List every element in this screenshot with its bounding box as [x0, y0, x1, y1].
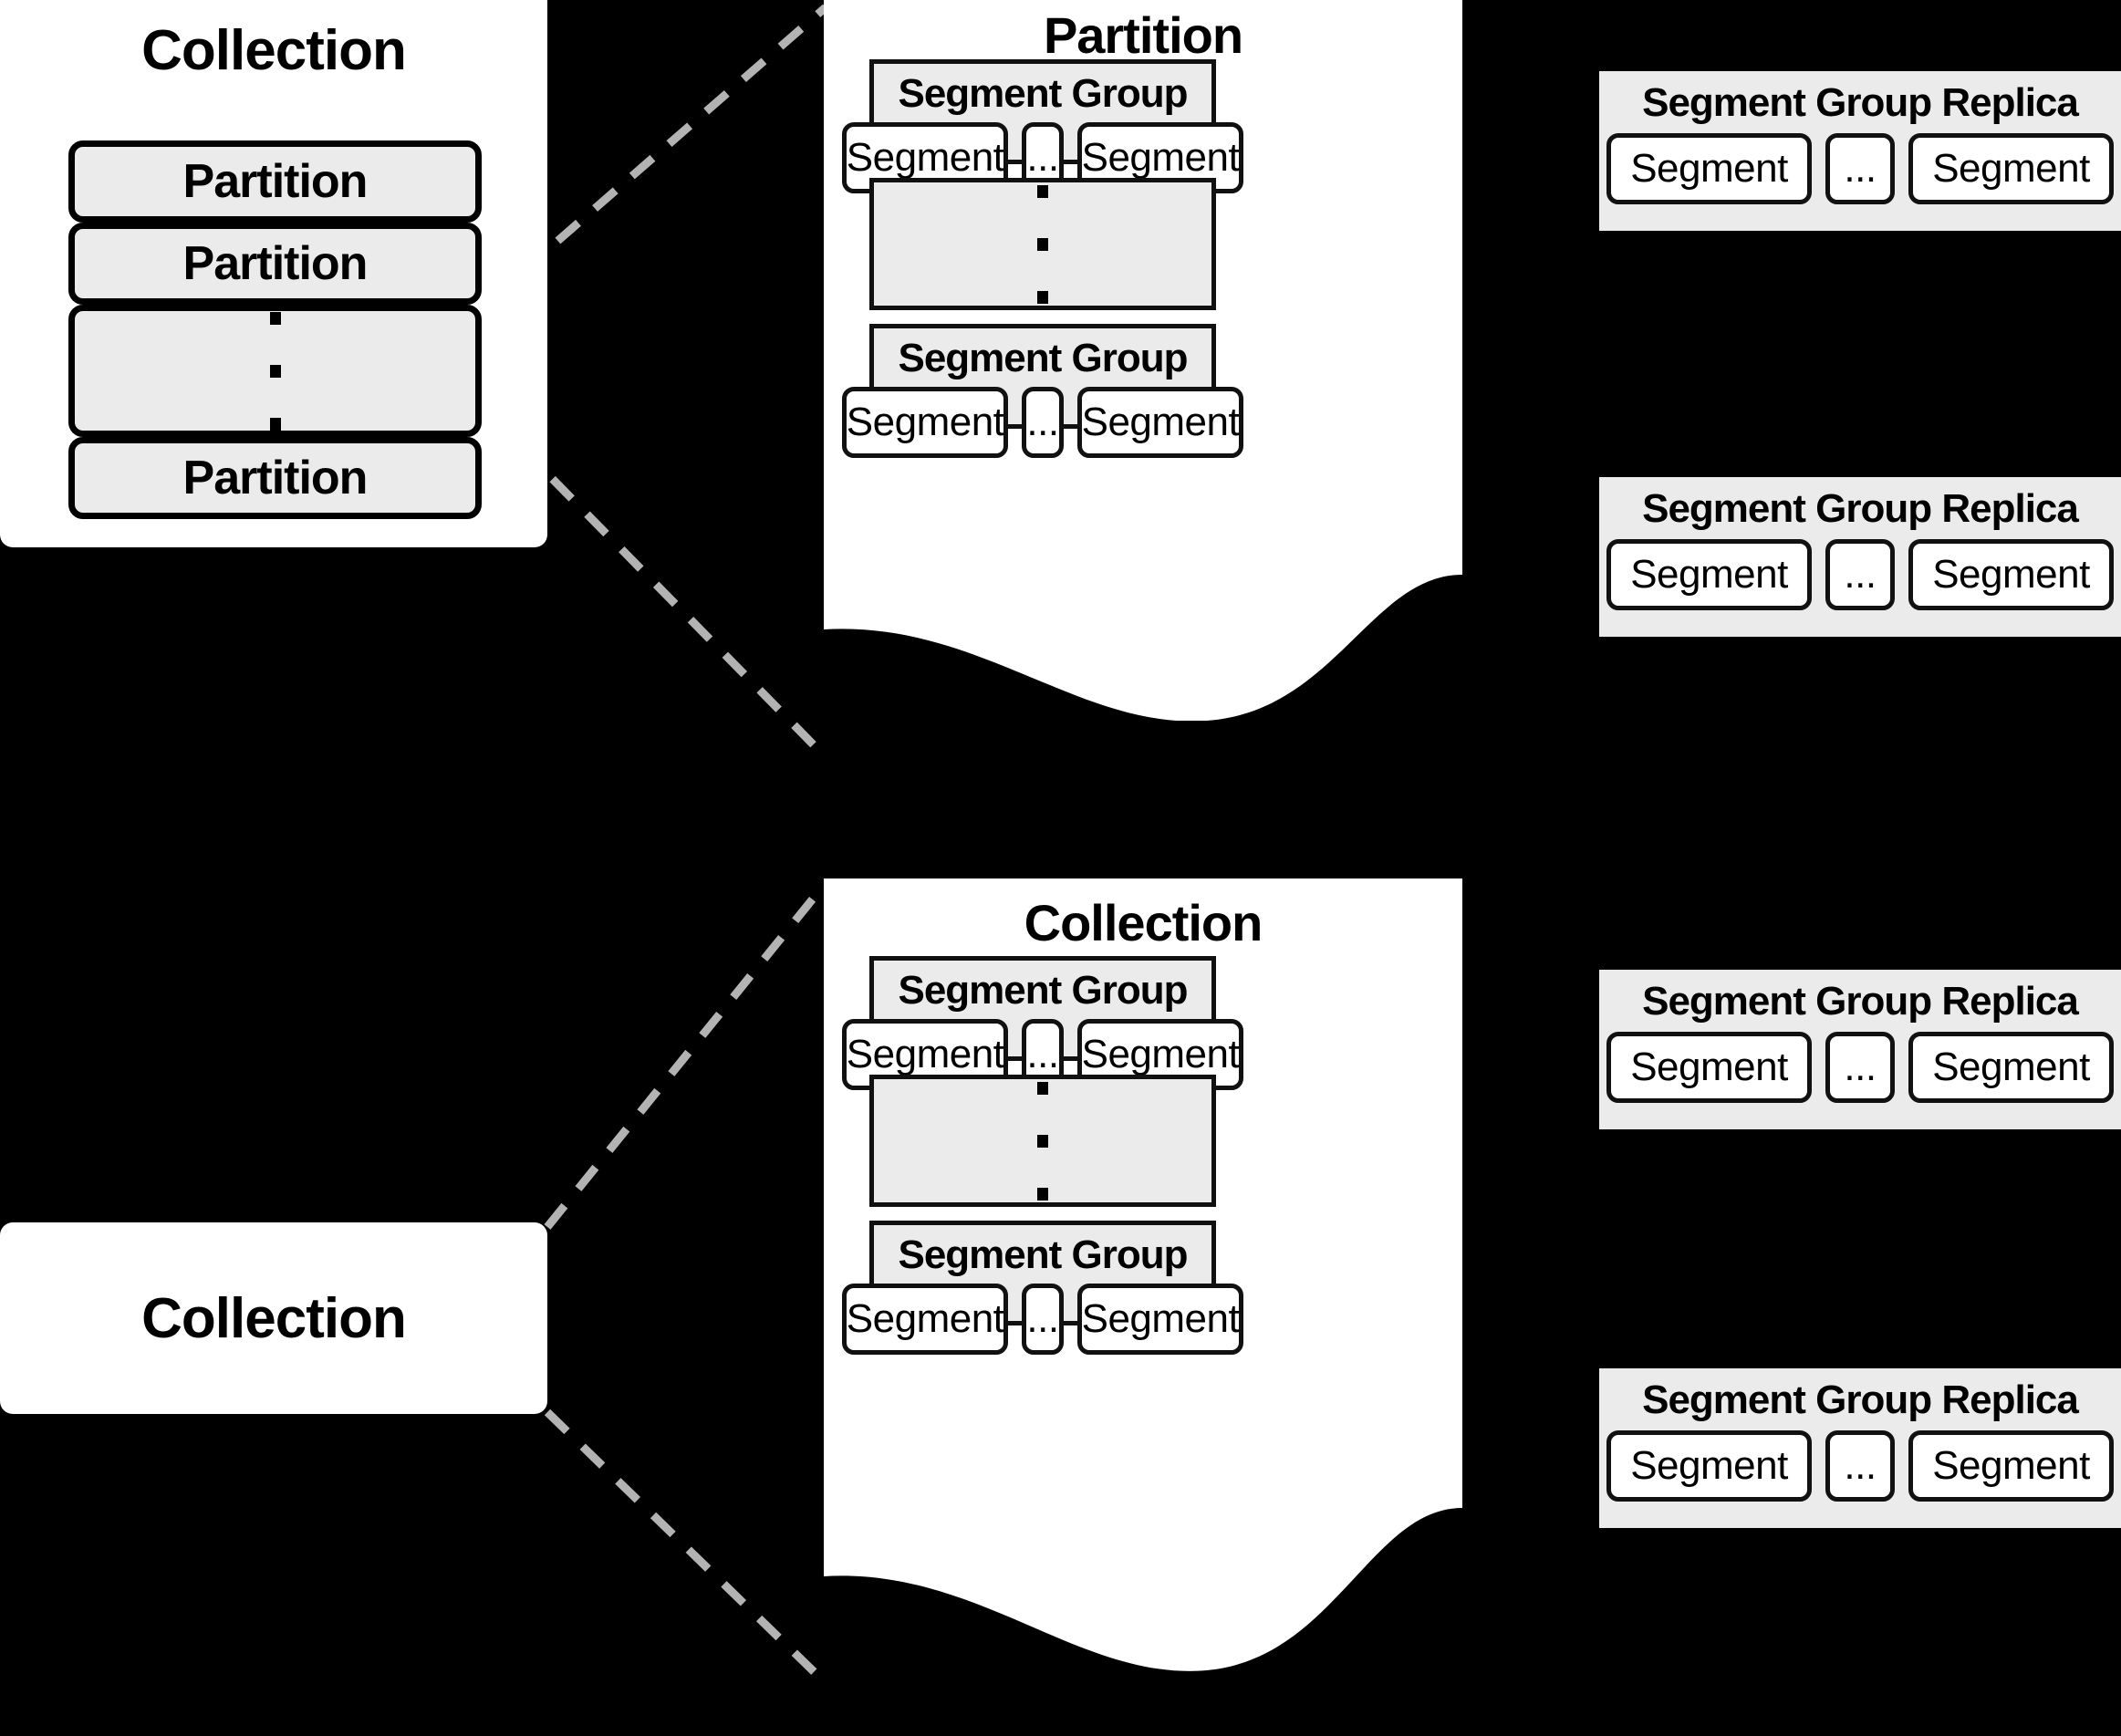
partition-item-2[interactable]: Partition — [68, 223, 482, 305]
segment-group-replica-2-segments: Segment ... Segment — [1599, 539, 2121, 610]
segment-group-replica-1[interactable]: Segment Group Replica Segment ... Segmen… — [1599, 71, 2121, 231]
segment-group-1-title: Segment Group — [898, 71, 1188, 116]
segment-box[interactable]: Segment — [1076, 387, 1244, 458]
partition-ellipsis — [68, 305, 482, 437]
segment-group-4-segments: Segment ... Segment — [841, 1284, 1244, 1355]
segment-group-replica-3[interactable]: Segment Group Replica Segment ... Segmen… — [1599, 970, 2121, 1129]
segment-group-1[interactable]: Segment Group Segment ... Segment — [841, 59, 1244, 193]
segment-group-4-title: Segment Group — [898, 1232, 1188, 1277]
left-collection-card: Collection Partition Partition Partition — [0, 0, 547, 547]
segment-group-replica-2-title: Segment Group Replica — [1642, 486, 2079, 531]
segment-group-2-title: Segment Group — [898, 336, 1188, 380]
segment-group-replica-3-title: Segment Group Replica — [1642, 979, 2079, 1024]
partition-panel: Partition Segment Group Segment ... Segm… — [824, 0, 1462, 721]
segment-ellipsis-icon: ... — [1022, 1284, 1064, 1355]
segment-ellipsis-icon: ... — [1825, 1430, 1895, 1502]
segment-box[interactable]: Segment — [1908, 1032, 2114, 1103]
segment-ellipsis-icon: ... — [1825, 1032, 1895, 1103]
connector-collection-to-collection-panel-bottom — [544, 1409, 829, 1687]
segment-ellipsis-icon: ... — [1825, 133, 1895, 204]
segment-box[interactable]: Segment — [1606, 1430, 1812, 1502]
segment-box[interactable]: Segment — [841, 1284, 1009, 1355]
left-collection-title: Collection — [141, 18, 407, 82]
collection-panel-title: Collection — [1024, 894, 1263, 951]
segment-box[interactable]: Segment — [1606, 133, 1812, 204]
segment-ellipsis-icon: ... — [1022, 387, 1064, 458]
segment-group-replica-4-segments: Segment ... Segment — [1599, 1430, 2121, 1502]
segment-box[interactable]: Segment — [1908, 1430, 2114, 1502]
segment-group-replica-4[interactable]: Segment Group Replica Segment ... Segmen… — [1599, 1368, 2121, 1528]
segment-box[interactable]: Segment — [1908, 539, 2114, 610]
collection-panel: Collection Segment Group Segment ... Seg… — [824, 878, 1462, 1736]
segment-group-ellipsis — [869, 178, 1216, 310]
segment-group-4[interactable]: Segment Group Segment ... Segment — [841, 1221, 1244, 1355]
vertical-ellipsis-icon — [75, 311, 475, 431]
vertical-ellipsis-icon — [874, 182, 1211, 306]
partition-item-3[interactable]: Partition — [68, 437, 482, 519]
segment-group-replica-4-title: Segment Group Replica — [1642, 1377, 2079, 1422]
segment-box[interactable]: Segment — [1606, 1032, 1812, 1103]
segment-group-replica-1-segments: Segment ... Segment — [1599, 133, 2121, 204]
segment-group-ellipsis — [869, 1075, 1216, 1207]
partition-item-1[interactable]: Partition — [68, 140, 482, 223]
segment-group-replica-1-title: Segment Group Replica — [1642, 80, 2079, 125]
segment-group-3-title: Segment Group — [898, 968, 1188, 1013]
segment-box[interactable]: Segment — [1076, 1284, 1244, 1355]
segment-group-replica-3-segments: Segment ... Segment — [1599, 1032, 2121, 1103]
partition-panel-title: Partition — [1043, 6, 1243, 64]
vertical-ellipsis-icon — [874, 1079, 1211, 1202]
segment-group-3[interactable]: Segment Group Segment ... Segment — [841, 956, 1244, 1090]
segment-box[interactable]: Segment — [1606, 539, 1812, 610]
bottom-left-collection-card[interactable]: Collection — [0, 1222, 547, 1414]
segment-group-2[interactable]: Segment Group Segment ... Segment — [841, 324, 1244, 458]
connector-collection-to-collection-panel-top — [544, 880, 829, 1230]
segment-box[interactable]: Segment — [1908, 133, 2114, 204]
segment-group-2-segments: Segment ... Segment — [841, 387, 1244, 458]
segment-group-replica-2[interactable]: Segment Group Replica Segment ... Segmen… — [1599, 477, 2121, 637]
segment-ellipsis-icon: ... — [1825, 539, 1895, 610]
segment-box[interactable]: Segment — [841, 387, 1009, 458]
